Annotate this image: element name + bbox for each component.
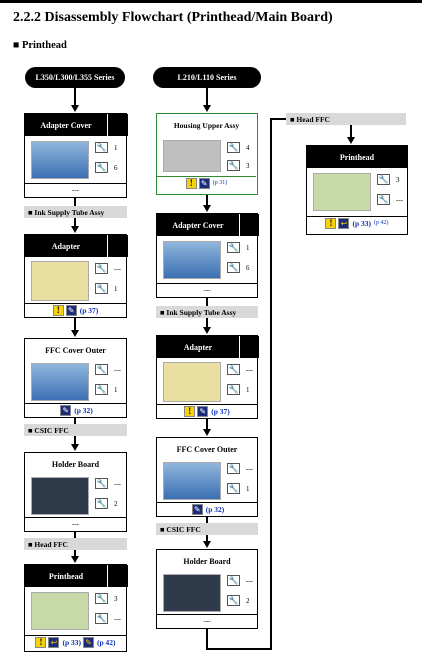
arrow-down-icon xyxy=(203,205,211,212)
part-photo xyxy=(163,574,221,612)
arrow-down-icon xyxy=(347,137,355,144)
screwdriver-icon: 🔧 xyxy=(95,593,108,604)
screwdriver-icon: 🔧 xyxy=(227,384,240,395)
screwdriver-icon: 🔧 xyxy=(227,242,240,253)
adjustment-icon: ✎ xyxy=(83,636,94,648)
card-holder-board-middle: Holder Board 🔧--- 🔧2 --- xyxy=(156,549,258,629)
card-housing-upper: Housing Upper Assy 🔧4 🔧3 !✎(p 31) xyxy=(156,113,258,195)
adjust-icon: ✎ xyxy=(197,405,209,417)
card-adapter-cover-left: Adapter Cover 🔧1 🔧6 --- xyxy=(24,113,128,198)
screwdriver-icon: 🔧 xyxy=(227,595,240,606)
card-adapter-cover-middle: Adapter Cover 🔧1 🔧6 --- xyxy=(156,213,259,298)
section-title: 2.2.2 Disassembly Flowchart (Printhead/M… xyxy=(13,10,333,25)
screwdriver-icon: 🔧 xyxy=(227,160,240,171)
label-ink-supply: ■ Ink Supply Tube Assy xyxy=(156,306,258,318)
part-photo xyxy=(163,140,221,172)
connector xyxy=(74,88,76,105)
caution-icon: ! xyxy=(35,636,47,648)
card-ffc-cover-left: FFC Cover Outer 🔧--- 🔧1 ✎(p 32) xyxy=(24,338,127,418)
caution-icon: ! xyxy=(185,177,197,189)
arrow-down-icon xyxy=(71,105,79,112)
top-rule xyxy=(0,0,422,3)
part-photo xyxy=(31,477,89,515)
adjust-icon: ✎ xyxy=(191,503,203,515)
part-photo xyxy=(163,462,221,500)
connector xyxy=(270,118,286,120)
arrow-down-icon xyxy=(71,330,79,337)
card-holder-board-left: Holder Board 🔧--- 🔧2 --- xyxy=(24,452,127,532)
arrow-down-icon xyxy=(71,556,79,563)
arrow-down-icon xyxy=(71,226,79,233)
card-adapter-middle: Adapter 🔧--- 🔧1 !✎(p 37) xyxy=(156,335,259,419)
label-head-ffc: ■ Head FFC xyxy=(24,538,127,550)
screwdriver-icon: 🔧 xyxy=(95,142,108,153)
screwdriver-icon: 🔧 xyxy=(95,162,108,173)
card-title: Adapter Cover xyxy=(25,114,107,136)
arrow-down-icon xyxy=(203,105,211,112)
screwdriver-icon: 🔧 xyxy=(95,364,108,375)
screwdriver-icon: 🔧 xyxy=(377,174,390,185)
connector xyxy=(206,648,271,650)
screwdriver-icon: 🔧 xyxy=(95,498,108,509)
card-printhead-right: Printhead 🔧3 🔧--- !↩(p 33)(p 42) xyxy=(306,145,408,235)
arrow-down-icon xyxy=(71,444,79,451)
series-pill-middle: L210/L110 Series xyxy=(153,67,261,88)
screwdriver-icon: 🔧 xyxy=(227,142,240,153)
caution-icon: ! xyxy=(52,304,64,316)
screwdriver-icon: 🔧 xyxy=(95,283,108,294)
caution-icon: ! xyxy=(184,405,196,417)
series-pill-left: L350/L300/L355 Series xyxy=(25,67,125,88)
part-photo xyxy=(31,363,89,401)
screwdriver-icon: 🔧 xyxy=(95,613,108,624)
screwdriver-icon: 🔧 xyxy=(95,263,108,274)
connector xyxy=(206,629,208,649)
caution-icon: ! xyxy=(325,217,337,229)
arrow-down-icon xyxy=(203,327,211,334)
adjust-icon: ✎ xyxy=(198,177,210,189)
arrow-down-icon xyxy=(203,429,211,436)
screwdriver-icon: 🔧 xyxy=(227,262,240,273)
label-ink-supply: ■ Ink Supply Tube Assy xyxy=(24,206,127,218)
part-photo xyxy=(31,592,89,630)
screwdriver-icon: 🔧 xyxy=(377,194,390,205)
screwdriver-icon: 🔧 xyxy=(227,575,240,586)
part-photo xyxy=(31,261,89,301)
part-photo xyxy=(163,241,221,279)
subtitle: ■ Printhead xyxy=(13,40,67,51)
screwdriver-icon: 🔧 xyxy=(227,364,240,375)
label-csic-ffc: ■ CSIC FFC xyxy=(24,424,127,436)
part-photo xyxy=(313,173,371,211)
lubrication-icon: ↩ xyxy=(338,217,350,229)
arrow-down-icon xyxy=(203,541,211,548)
part-photo xyxy=(31,141,89,179)
card-adapter-left: Adapter 🔧--- 🔧1 !✎(p 37) xyxy=(24,234,128,318)
connector xyxy=(270,118,272,650)
adjust-icon: ✎ xyxy=(65,304,77,316)
label-head-ffc: ■ Head FFC xyxy=(286,113,406,125)
screwdriver-icon: 🔧 xyxy=(227,483,240,494)
card-ffc-cover-middle: FFC Cover Outer 🔧--- 🔧1 ✎(p 32) xyxy=(156,437,258,517)
screwdriver-icon: 🔧 xyxy=(95,478,108,489)
part-photo xyxy=(163,362,221,402)
lubrication-icon: ↩ xyxy=(48,636,60,648)
screwdriver-icon: 🔧 xyxy=(95,384,108,395)
label-csic-ffc: ■ CSIC FFC xyxy=(156,523,258,535)
card-printhead-left: Printhead 🔧3 🔧--- !↩(p 33)✎(p 42) xyxy=(24,564,128,652)
screwdriver-icon: 🔧 xyxy=(227,463,240,474)
adjust-icon: ✎ xyxy=(60,404,72,416)
